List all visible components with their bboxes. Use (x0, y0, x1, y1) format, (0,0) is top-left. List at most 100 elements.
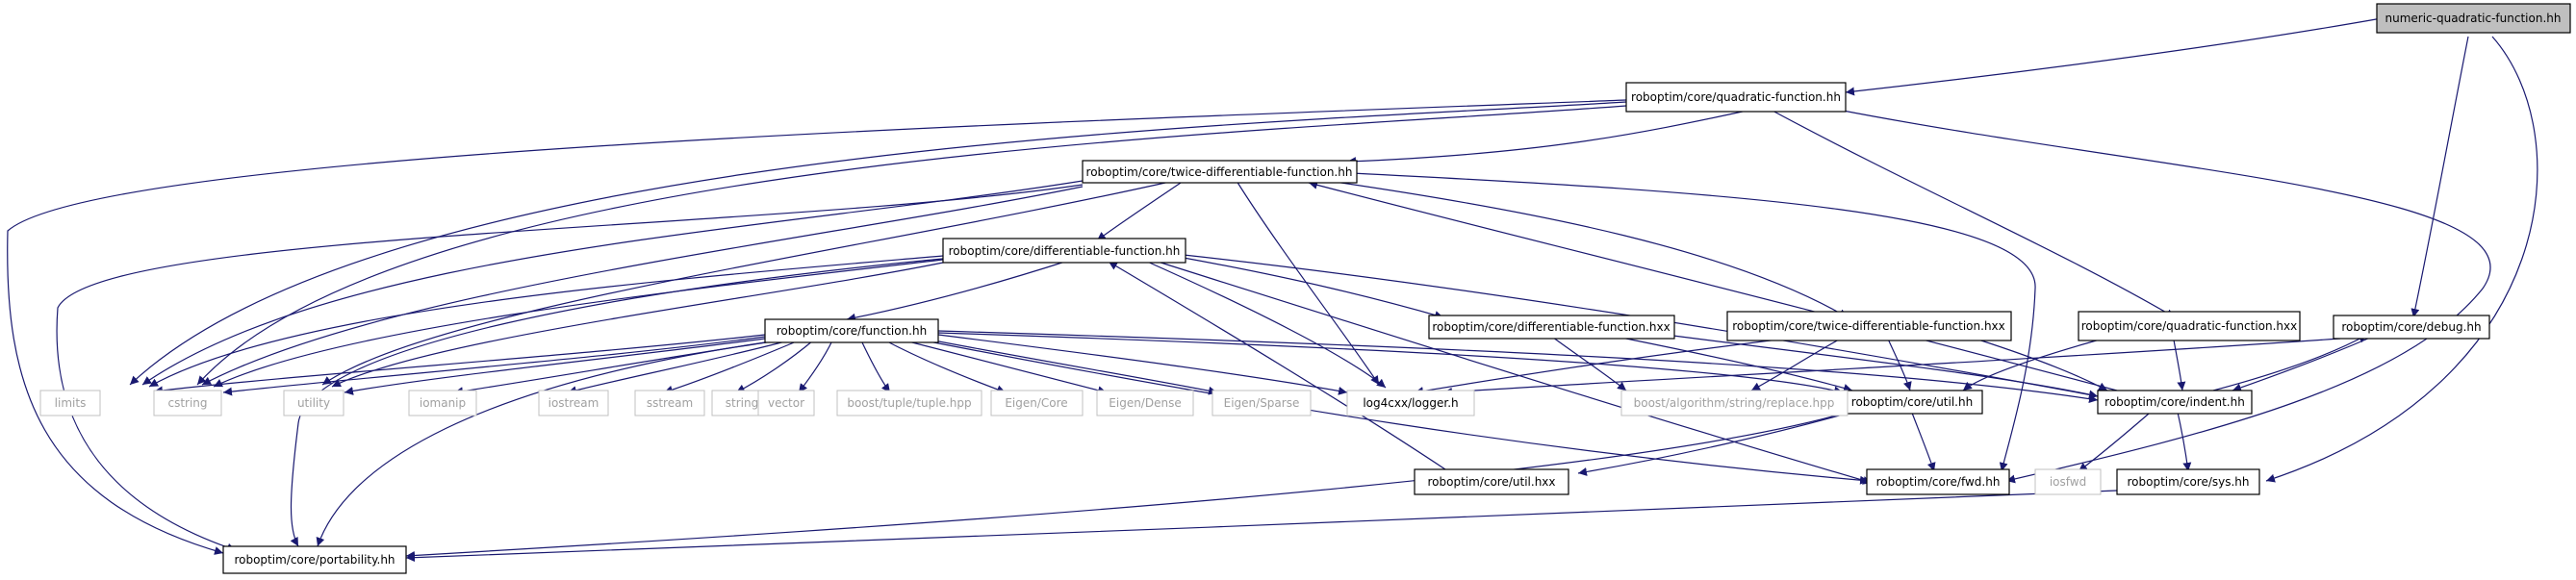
svg-text:Eigen/Dense: Eigen/Dense (1109, 396, 1181, 410)
svg-text:sstream: sstream (647, 396, 693, 410)
edge-util-hxx-to-diff-hh (1108, 261, 1449, 472)
svg-text:roboptim/core/differentiable-f: roboptim/core/differentiable-function.hx… (1432, 320, 1670, 334)
edge-quad-hh-to-fwd-hh (1837, 109, 2491, 484)
node-twice-differentiable-function-hxx[interactable]: roboptim/core/twice-differentiable-funct… (1726, 311, 2012, 341)
edge-diff-hh-to-fwd-hh (1154, 260, 1873, 485)
node-vector[interactable]: vector (757, 390, 815, 416)
edge-func-hh-to-limits (153, 334, 766, 395)
node-eigen-sparse[interactable]: Eigen/Sparse (1211, 390, 1312, 416)
node-sstream[interactable]: sstream (634, 390, 705, 416)
edge-func-hh-to-iostream (567, 340, 790, 395)
edge-quad-hxx-to-indent-hh (2172, 334, 2186, 391)
node-quadratic-function-hxx[interactable]: roboptim/core/quadratic-function.hxx (2078, 311, 2301, 341)
edge-indent-hh-to-iosfwd (2078, 407, 2156, 472)
edge-twice-hh-to-portability (56, 184, 1084, 552)
edge-func-hh-to-sstream (663, 340, 800, 394)
edge-twice-hxx-to-log4cxx (1414, 334, 1820, 395)
svg-text:iomanip: iomanip (420, 396, 466, 410)
edge-debug-hh-to-log4cxx (1442, 338, 2341, 396)
node-boost-tuple[interactable]: boost/tuple/tuple.hpp (836, 390, 982, 416)
edge-twice-hh-to-fwd-hh (1351, 172, 2036, 472)
node-util-hxx[interactable]: roboptim/core/util.hxx (1414, 468, 1569, 495)
edge-root-to-debug-hh (2410, 36, 2469, 318)
edge-func-hh-to-indent-hh (937, 330, 2099, 404)
svg-text:roboptim/core/indent.hh: roboptim/core/indent.hh (2104, 395, 2245, 409)
edge-util-hh-to-fwd-hh (1909, 407, 1936, 472)
svg-text:iostream: iostream (548, 396, 599, 410)
node-iosfwd[interactable]: iosfwd (2034, 468, 2102, 495)
node-cstring[interactable]: cstring (153, 390, 222, 416)
node-portability-hh[interactable]: roboptim/core/portability.hh (222, 545, 407, 574)
edge-diff-hh-to-log4cxx (1144, 260, 1387, 389)
node-utility[interactable]: utility (283, 390, 344, 416)
node-fwd-hh[interactable]: roboptim/core/fwd.hh (1866, 468, 2010, 495)
node-indent-hh[interactable]: roboptim/core/indent.hh (2097, 390, 2253, 415)
node-log4cxx-logger-h[interactable]: log4cxx/logger.h (1346, 390, 1475, 416)
edge-func-hh-to-utility (344, 338, 766, 395)
svg-text:roboptim/core/quadratic-functi: roboptim/core/quadratic-function.hh (1631, 90, 1841, 104)
edge-func-hh-to-tuple (860, 340, 891, 393)
node-twice-differentiable-function-hh[interactable]: roboptim/core/twice-differentiable-funct… (1082, 160, 1358, 184)
node-boost-replace[interactable]: boost/algorithm/string/replace.hpp (1620, 390, 1849, 416)
svg-text:roboptim/core/twice-differenti: roboptim/core/twice-differentiable-funct… (1732, 319, 2005, 333)
edge-twice-hxx-to-util-hh (1885, 334, 1912, 391)
node-iomanip[interactable]: iomanip (408, 390, 477, 416)
svg-text:roboptim/core/util.hxx: roboptim/core/util.hxx (1428, 475, 1556, 489)
svg-text:limits: limits (55, 396, 87, 410)
edge-func-hh-to-vector (798, 340, 833, 393)
svg-text:roboptim/core/sys.hh: roboptim/core/sys.hh (2127, 475, 2249, 489)
svg-text:log4cxx/logger.h: log4cxx/logger.h (1363, 396, 1458, 410)
svg-text:Eigen/Sparse: Eigen/Sparse (1224, 396, 1300, 410)
edge-indent-hh-to-twice-hh (1308, 180, 2118, 391)
edge-func-hh-to-string (735, 340, 814, 393)
edge-util-hh-to-util-hxx (1577, 407, 1868, 476)
edge-twice-hh-to-twice-hxx (1327, 180, 1849, 318)
node-differentiable-function-hxx[interactable]: roboptim/core/differentiable-function.hx… (1428, 315, 1675, 340)
svg-text:vector: vector (768, 396, 804, 410)
nodes: numeric-quadratic-function.hh roboptim/c… (39, 3, 2571, 574)
node-eigen-dense[interactable]: Eigen/Dense (1096, 390, 1194, 416)
edge-func-hh-to-eigen-core (884, 340, 1007, 394)
svg-text:roboptim/core/function.hh: roboptim/core/function.hh (777, 324, 927, 338)
edge-root-to-quad-hh (1845, 17, 2383, 96)
edge-quad-hh-to-limits (129, 101, 1627, 386)
node-iostream[interactable]: iostream (538, 390, 609, 416)
node-quadratic-function-hh[interactable]: roboptim/core/quadratic-function.hh (1625, 82, 1847, 113)
edge-twice-hh-to-diff-hh (1096, 180, 1185, 241)
svg-text:string: string (726, 396, 758, 410)
svg-text:numeric-quadratic-function.hh: numeric-quadratic-function.hh (2385, 12, 2562, 25)
node-debug-hh[interactable]: roboptim/core/debug.hh (2333, 315, 2490, 340)
edge-sys-hh-to-portability (405, 490, 2118, 563)
node-limits[interactable]: limits (39, 390, 101, 416)
svg-text:roboptim/core/portability.hh: roboptim/core/portability.hh (234, 553, 395, 567)
edge-quad-hh-to-quad-hxx (1770, 109, 2176, 318)
node-util-hh[interactable]: roboptim/core/util.hh (1842, 390, 1983, 415)
edge-quad-hh-to-portability (7, 99, 1627, 555)
svg-text:utility: utility (297, 396, 330, 410)
node-differentiable-function-hh[interactable]: roboptim/core/differentiable-function.hh (942, 238, 1186, 264)
edge-indent-hh-to-sys-hh (2176, 407, 2192, 472)
node-numeric-quadratic-function-hh[interactable]: numeric-quadratic-function.hh (2376, 3, 2571, 34)
svg-text:boost/algorithm/string/replace: boost/algorithm/string/replace.hpp (1634, 396, 1835, 410)
edge-func-hh-to-eigen-dense (904, 340, 1108, 395)
edge-quad-hxx-to-util-hh (1962, 334, 2118, 391)
edge-diff-hxx-to-indent-hh (1635, 330, 2099, 399)
edge-diff-hh-to-portability (290, 257, 954, 547)
node-sys-hh[interactable]: roboptim/core/sys.hh (2116, 468, 2260, 495)
svg-text:roboptim/core/quadratic-functi: roboptim/core/quadratic-function.hxx (2081, 319, 2297, 333)
svg-text:roboptim/core/util.hh: roboptim/core/util.hh (1851, 395, 1973, 409)
node-function-hh[interactable]: roboptim/core/function.hh (764, 318, 939, 343)
edge-twice-hxx-to-replace (1750, 334, 1849, 391)
edge-util-hh-to-portability (405, 407, 1863, 560)
edge-twice-hh-to-cstring (201, 186, 1084, 386)
svg-text:roboptim/core/fwd.hh: roboptim/core/fwd.hh (1876, 475, 2001, 489)
edge-func-hh-to-fwd-hh (923, 340, 1870, 485)
node-eigen-core[interactable]: Eigen/Core (990, 390, 1084, 416)
edge-func-hh-to-eigen-sparse (923, 338, 1218, 395)
edge-quad-hh-to-twice-hh (1346, 109, 1752, 166)
svg-text:Eigen/Core: Eigen/Core (1005, 396, 1067, 410)
edge-diff-hh-to-func-hh (846, 260, 1069, 322)
svg-text:iosfwd: iosfwd (2050, 475, 2086, 489)
edge-func-hh-to-log4cxx (937, 334, 1348, 395)
